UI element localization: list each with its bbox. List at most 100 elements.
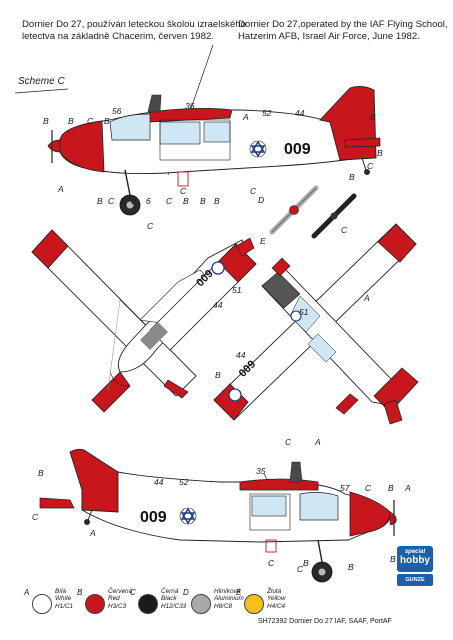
callout-bot-35: 35 xyxy=(256,466,266,476)
callout-top-b3: B xyxy=(104,116,110,126)
callout-bot-c2: C xyxy=(365,483,372,493)
callout-top-c6: C xyxy=(180,186,187,196)
legend-text-e: Žlutá Yellow H4/C4 xyxy=(267,588,285,610)
logo-line-1: special xyxy=(404,549,426,555)
callout-bot-c4: C xyxy=(297,564,304,574)
legend-e-line-3: H4/C4 xyxy=(267,602,286,610)
scheme-underline xyxy=(14,88,69,94)
callout-top-b8: B xyxy=(200,196,206,206)
legend-swatch-white xyxy=(32,594,52,614)
legend-swatch-black xyxy=(138,594,158,614)
callout-bot-57: 57 xyxy=(340,483,350,493)
legend-a-line-1: Bílá xyxy=(55,588,67,595)
side-view-top: 009 xyxy=(47,44,381,216)
callout-top-c5: C xyxy=(250,186,257,196)
callout-prop-e: E xyxy=(260,236,266,246)
callout-plan-b: B xyxy=(215,370,221,380)
logo-line-2: hobby xyxy=(400,555,430,566)
legend-b-line-1: Červená xyxy=(108,588,133,595)
callout-prop-c: C xyxy=(341,225,348,235)
callout-bot-a2: A xyxy=(405,483,411,493)
legend-e-line-2: Yellow xyxy=(267,595,286,603)
callout-bot-b3: B xyxy=(390,554,396,564)
legend-letter-c: C xyxy=(130,588,136,597)
legend-text-a: Bílá White H1/C1 xyxy=(55,588,73,610)
callout-bot-c3: C xyxy=(32,512,39,522)
special-hobby-logo: special hobby xyxy=(397,546,433,572)
legend-c-line-3: H12/C33 xyxy=(161,602,187,610)
callout-plan-a: A xyxy=(364,293,370,303)
gunze-logo: GUNZE SANGYO xyxy=(397,574,433,595)
legend-d-line-1: Hliníková xyxy=(214,588,241,595)
propellers xyxy=(269,185,357,239)
scheme-label: Scheme C xyxy=(18,76,65,87)
callout-bot-c5: C xyxy=(268,558,275,568)
planform-upper: 009 xyxy=(31,229,257,413)
callout-prop-d: D xyxy=(258,195,265,205)
callout-bot-b4: B xyxy=(348,562,354,572)
header-right-line-1: Dornier Do 27,operated by the IAF Flying… xyxy=(238,19,448,30)
callout-top-b7: B xyxy=(183,196,189,206)
callout-top-b4: B xyxy=(370,112,376,122)
callout-top-b2: B xyxy=(68,116,74,126)
planform-lower: 009 xyxy=(213,223,419,425)
callout-plan-51a: 51 xyxy=(232,285,242,295)
legend-e-line-1: Žlutá xyxy=(267,588,282,595)
callout-top-a2: A xyxy=(58,184,64,194)
legend-c-line-1: Černá xyxy=(161,588,179,595)
top-side-code: 009 xyxy=(284,141,311,158)
legend-text-c: Černá Black H12/C33 xyxy=(161,588,186,610)
callout-top-b6: B xyxy=(97,196,103,206)
header-left-line-1: Dornier Do 27, používán leteckou školou … xyxy=(22,19,246,30)
callout-bot-c1: C xyxy=(285,437,292,447)
callout-bot-a1: A xyxy=(315,437,321,447)
callout-top-44: 44 xyxy=(295,108,305,118)
legend-letter-b: B xyxy=(77,588,83,597)
callout-plan-51b: 51 xyxy=(299,307,309,317)
callout-bot-44: 44 xyxy=(154,477,164,487)
legend-swatch-red xyxy=(85,594,105,614)
legend-letter-e: E xyxy=(236,588,242,597)
color-legend: A Bílá White H1/C1 B Červená Red H3/C3 C… xyxy=(0,588,453,628)
legend-c-line-2: Black xyxy=(161,595,177,603)
callout-top-b5: B xyxy=(377,148,383,158)
header-right: Dornier Do 27,operated by the IAF Flying… xyxy=(238,19,448,43)
legend-text-d: Hliníková Aluminium H8/C8 xyxy=(214,588,244,610)
callout-top-b10: B xyxy=(131,196,137,206)
legend-b-line-3: H3/C3 xyxy=(108,602,127,610)
header-right-line-2: Hatzerim AFB, Israel Air Force, June 198… xyxy=(238,31,420,42)
callout-top-b1: B xyxy=(43,116,49,126)
bottom-side-code: 009 xyxy=(140,509,167,526)
callout-bot-52: 52 xyxy=(179,477,189,487)
callout-bot-b1: B xyxy=(388,483,394,493)
legend-swatch-aluminium xyxy=(191,594,211,614)
legend-d-line-2: Aluminium xyxy=(214,595,244,603)
footer-caption: SH72392 Dornier Do 27 IAF, SAAF, PortAF xyxy=(258,618,392,625)
legend-a-line-3: H1/C1 xyxy=(55,602,74,610)
legend-text-b: Červená Red H3/C3 xyxy=(108,588,132,610)
callout-plan-44b: 44 xyxy=(236,350,246,360)
callout-top-c7: C xyxy=(367,161,374,171)
legend-swatch-yellow xyxy=(244,594,264,614)
callout-top-56: 56 xyxy=(112,106,122,116)
header-left: Dornier Do 27, používán leteckou školou … xyxy=(22,19,246,43)
callout-top-36: 36 xyxy=(185,101,195,111)
callout-bot-b5: B xyxy=(303,558,309,568)
callout-top-b12: B xyxy=(120,196,126,206)
legend-a-line-2: White xyxy=(55,595,72,603)
callout-top-6: 6 xyxy=(146,196,151,206)
callout-top-c2: C xyxy=(108,196,115,206)
callout-top-a1: A xyxy=(243,112,249,122)
legend-letter-d: D xyxy=(183,588,189,597)
callout-plan-44a: 44 xyxy=(213,300,223,310)
callout-top-c4: C xyxy=(147,221,154,231)
callout-top-b11: B xyxy=(349,172,355,182)
callout-bot-b2: B xyxy=(38,468,44,478)
legend-letter-a: A xyxy=(24,588,30,597)
callout-top-52: 52 xyxy=(262,108,272,118)
callout-top-c1: C xyxy=(87,116,94,126)
side-view-bottom: 009 xyxy=(39,448,397,583)
header-left-line-2: letectva na základně Chacerim, červen 19… xyxy=(22,31,214,42)
legend-d-line-3: H8/C8 xyxy=(214,602,233,610)
